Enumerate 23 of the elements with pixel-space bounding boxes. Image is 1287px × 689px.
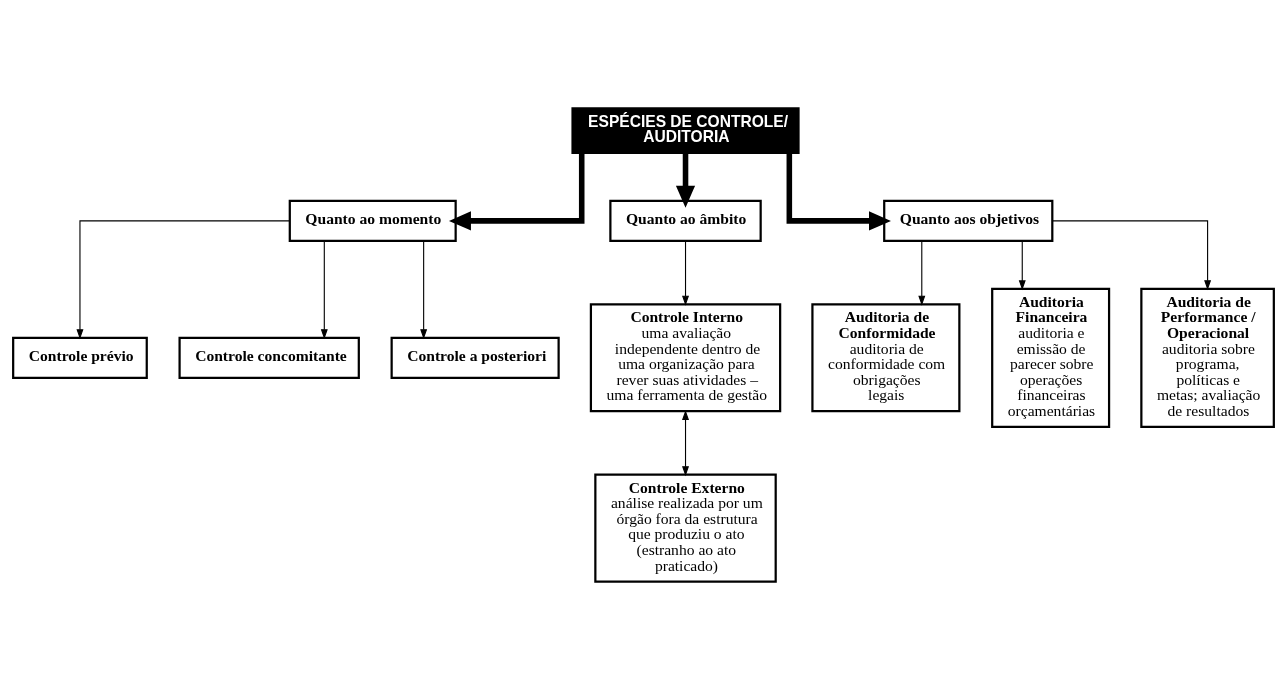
node-box: Auditoria Financeira auditoria e emissão de parecer sobre operações financeiras orçamentárias [991,287,1111,428]
node-box: Quanto ao âmbito [609,199,762,242]
node-box: Auditoria de Performance / Operacional auditoria sobre programa, políticas e metas; avaliação de resultados [1140,287,1275,428]
node-box: Controle concomitante [178,336,360,379]
node-box: ESPÉCIES DE CONTROLE/ AUDITORIA [571,106,800,154]
arrow [682,240,690,306]
arrow [675,152,696,208]
node-box: Auditoria de Conformidade auditoria de conformidade com obrigações legais [811,302,961,412]
arrow [76,219,291,339]
arrow [1052,219,1212,290]
arrow [420,240,428,339]
arrow [1018,240,1026,290]
arrow [448,152,585,230]
node-box: Controle a posteriori [390,336,560,379]
node-box: Controle Externo análise realizada por um órgão fora da estrutura que produziu o ato (estranho ao ato praticado) [594,473,777,583]
node-box: Controle prévio [12,336,148,379]
arrow [918,240,926,306]
node-box: Quanto aos objetivos [883,199,1054,242]
arrow [786,152,891,230]
node-box: Controle Interno uma avaliação independente dentro de uma organização para rever suas atividades – uma ferramenta de gestão [589,302,782,412]
arrow [320,240,328,339]
arrow [682,409,690,476]
node-box: Quanto ao momento [288,199,457,242]
